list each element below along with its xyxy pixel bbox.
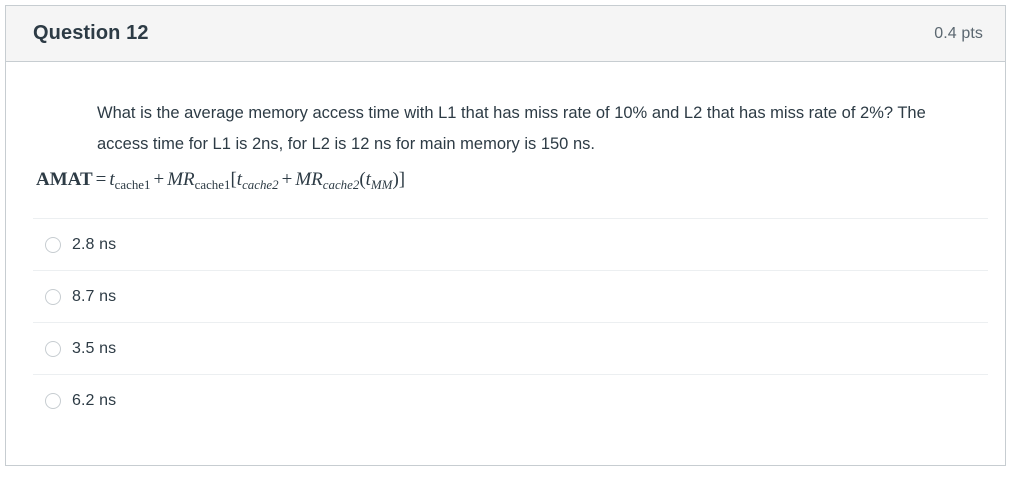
question-card: Question 12 0.4 pts What is the average … bbox=[5, 5, 1006, 466]
radio-button-icon[interactable] bbox=[45, 340, 61, 357]
amat-formula: AMAT=tcache1+MRcache1[tcache2+MRcache2(t… bbox=[36, 169, 1005, 191]
answer-options-list: 2.8 ns 8.7 ns 3.5 ns 6.2 ns bbox=[6, 218, 1005, 426]
formula-bracket-close: ] bbox=[398, 169, 406, 190]
formula-plus-2: + bbox=[281, 169, 293, 190]
answer-option-3[interactable]: 3.5 ns bbox=[33, 322, 988, 374]
formula-lhs: AMAT bbox=[36, 169, 93, 190]
question-body: What is the average memory access time w… bbox=[6, 62, 1005, 426]
radio-button-icon[interactable] bbox=[45, 236, 61, 253]
formula-term5-sub: MM bbox=[370, 177, 393, 193]
question-points: 0.4 pts bbox=[934, 24, 983, 42]
question-title: Question 12 bbox=[33, 22, 149, 44]
formula-term1-sub: cache1 bbox=[114, 177, 151, 193]
formula-plus-1: + bbox=[153, 169, 165, 190]
formula-term4-base: MR bbox=[295, 169, 323, 190]
formula-bracket-open: [ bbox=[230, 169, 237, 190]
answer-option-2[interactable]: 8.7 ns bbox=[33, 270, 988, 322]
formula-paren-open: ( bbox=[359, 169, 366, 190]
formula-term1-base: t bbox=[109, 169, 115, 190]
formula-paren-close: ) bbox=[392, 169, 399, 190]
formula-term3-sub: cache2 bbox=[242, 177, 279, 193]
formula-term2-base: MR bbox=[167, 169, 195, 190]
formula-equals: = bbox=[95, 169, 107, 190]
answer-option-label: 2.8 ns bbox=[72, 235, 117, 253]
formula-term3-base: t bbox=[236, 169, 243, 190]
answer-option-label: 6.2 ns bbox=[72, 391, 117, 409]
formula-term2-sub: cache1 bbox=[194, 177, 231, 193]
question-prompt-text: What is the average memory access time w… bbox=[97, 104, 926, 153]
answer-option-label: 8.7 ns bbox=[72, 287, 117, 305]
answer-option-1[interactable]: 2.8 ns bbox=[33, 218, 988, 270]
answer-option-label: 3.5 ns bbox=[72, 339, 117, 357]
radio-button-icon[interactable] bbox=[45, 392, 61, 409]
formula-term4-sub: cache2 bbox=[322, 177, 360, 193]
formula-term5-base: t bbox=[365, 169, 371, 190]
question-header: Question 12 0.4 pts bbox=[6, 6, 1005, 62]
radio-button-icon[interactable] bbox=[45, 288, 61, 305]
answer-option-4[interactable]: 6.2 ns bbox=[33, 374, 988, 426]
